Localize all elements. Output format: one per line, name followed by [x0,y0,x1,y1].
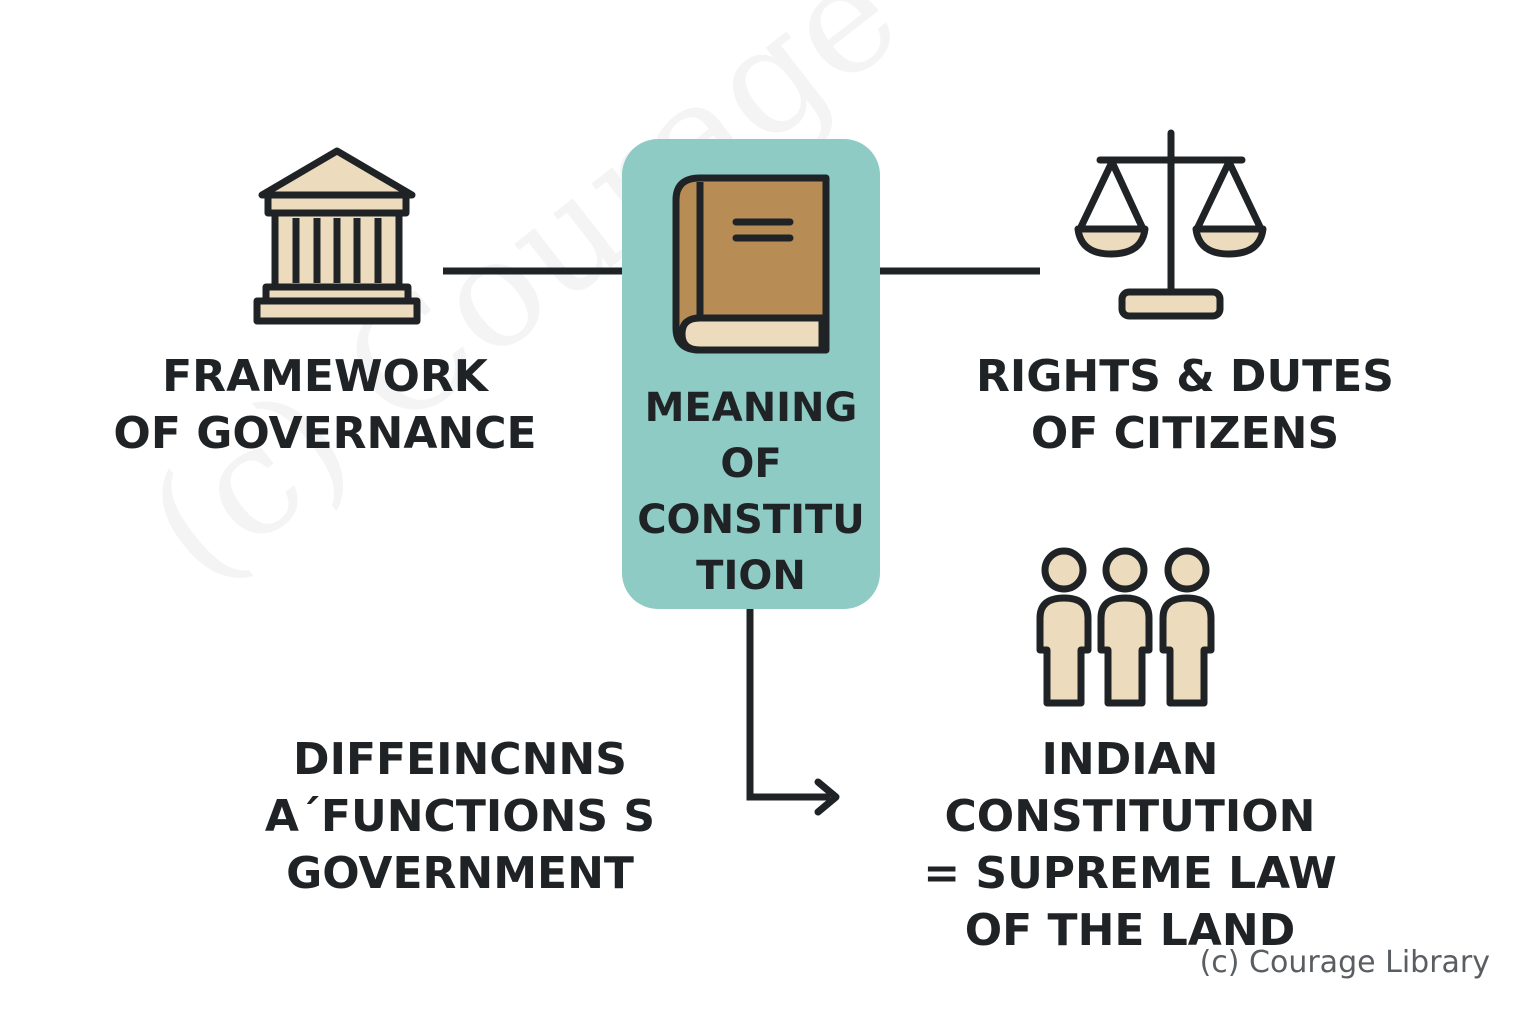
government-building-icon [253,147,421,325]
supreme-law-label: INDIAN CONSTITUTION = SUPREME LAW OF THE… [923,734,1337,956]
scales-of-justice-icon [1074,129,1267,320]
functions-label: DIFFEINCNNS A´FUNCTIONS S GOVERNMENT [264,734,656,899]
framework-label: FRAMEWORK OF GOVERNANCE [113,351,537,459]
book-icon [672,174,830,354]
center-node-label: MEANING OF CONSTITU TION [637,385,865,599]
connector-supreme-arrow [746,607,840,816]
credit-text: (c) Courage Library [1199,945,1490,980]
people-group-icon [1036,547,1215,707]
rights-label: RIGHTS & DUTES OF CITIZENS [976,351,1394,459]
